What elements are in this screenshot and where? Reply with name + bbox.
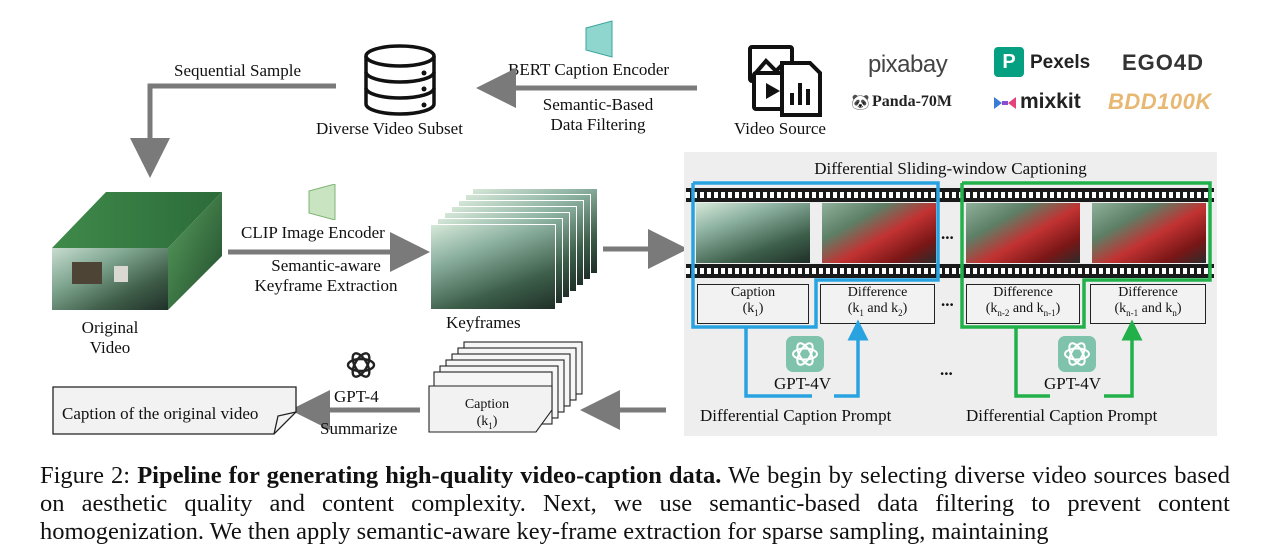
diverse-video-subset-label: Diverse Video Subset [316,119,463,138]
mixkit-logo: mixkit [1020,90,1081,113]
video-source-label: Video Source [734,119,826,138]
bert-encoder-label: BERT Caption Encoder [508,60,670,79]
database-icon [364,44,436,116]
gpt4v-label-right: GPT-4V [1044,374,1101,393]
stack-caption-text: Caption(k1) [464,397,510,431]
green-connector-right [1104,319,1143,398]
panda-icon: 🐼 [851,93,870,111]
arrow-subset-to-video [130,83,336,178]
difference-card-kn1-kn: Difference(kn-1 and kn) [1090,284,1206,324]
blue-connector-right [834,319,869,398]
clip-encoder-label: CLIP Image Encoder [241,223,385,242]
difference-card-k1-k2: Difference(k1 and k2) [820,284,935,324]
frames-ellipsis: ... [941,224,954,243]
sequential-sample-label: Sequential Sample [174,61,302,80]
caption-card-k1: Caption(k1) [697,284,809,324]
panel-title: Differential Sliding-window Captioning [814,159,1087,178]
keyframes-stack [430,188,600,312]
original-video-cube [52,192,222,310]
keyframes-label: Keyframes [446,313,521,332]
difference-card-kn2-kn1: Difference(kn-2 and kn-1) [966,284,1080,324]
summarize-label: Summarize [320,419,398,438]
pexels-logo: Pexels [1030,52,1091,73]
mixkit-icon [994,97,1016,109]
blue-window-box [691,181,940,329]
filmstrip-bottom [686,264,1214,278]
figure-label: Figure 2: [40,462,131,489]
figure-caption: Figure 2: Pipeline for generating high-q… [40,462,1230,546]
bert-encoder-icon [585,20,613,58]
prompt-ellipsis: ... [940,360,953,379]
diff-prompt-label-left: Differential Caption Prompt [700,406,892,425]
green-connector-left [1014,327,1050,398]
cards-ellipsis: ... [941,291,954,310]
final-caption-card [52,386,297,435]
figure-title: Pipeline for generating high-quality vid… [137,462,722,489]
filmstrip-top [686,188,1214,202]
frame-k1 [696,203,810,263]
openai-gpt4v-icon-right [1058,336,1096,372]
ego4d-logo: EGO4D [1122,50,1205,75]
frame-kn [1092,203,1206,263]
gpt4-label: GPT-4 [334,387,379,406]
video-source-icon [748,45,822,117]
frame-kn-1 [966,203,1080,263]
pexels-icon: P [994,47,1024,77]
blue-connector-left [744,327,812,398]
caption-cards-stack [428,341,583,433]
gpt4v-label-left: GPT-4V [774,374,831,393]
panda70m-logo: Panda-70M [872,93,952,110]
diff-prompt-label-right: Differential Caption Prompt [966,406,1158,425]
openai-gpt4v-icon-left [786,336,824,372]
bdd100k-logo: BDD100K [1108,89,1212,114]
green-window-box [960,181,1212,329]
flow-arrows [130,68,697,430]
sliding-window-overlay [691,181,1212,398]
clip-encoder-icon [308,184,336,220]
final-caption-text: Caption of the original video [62,404,259,423]
openai-gpt4-icon [346,352,376,378]
frame-k2 [822,203,936,263]
pixabay-logo: pixabay [868,51,948,78]
